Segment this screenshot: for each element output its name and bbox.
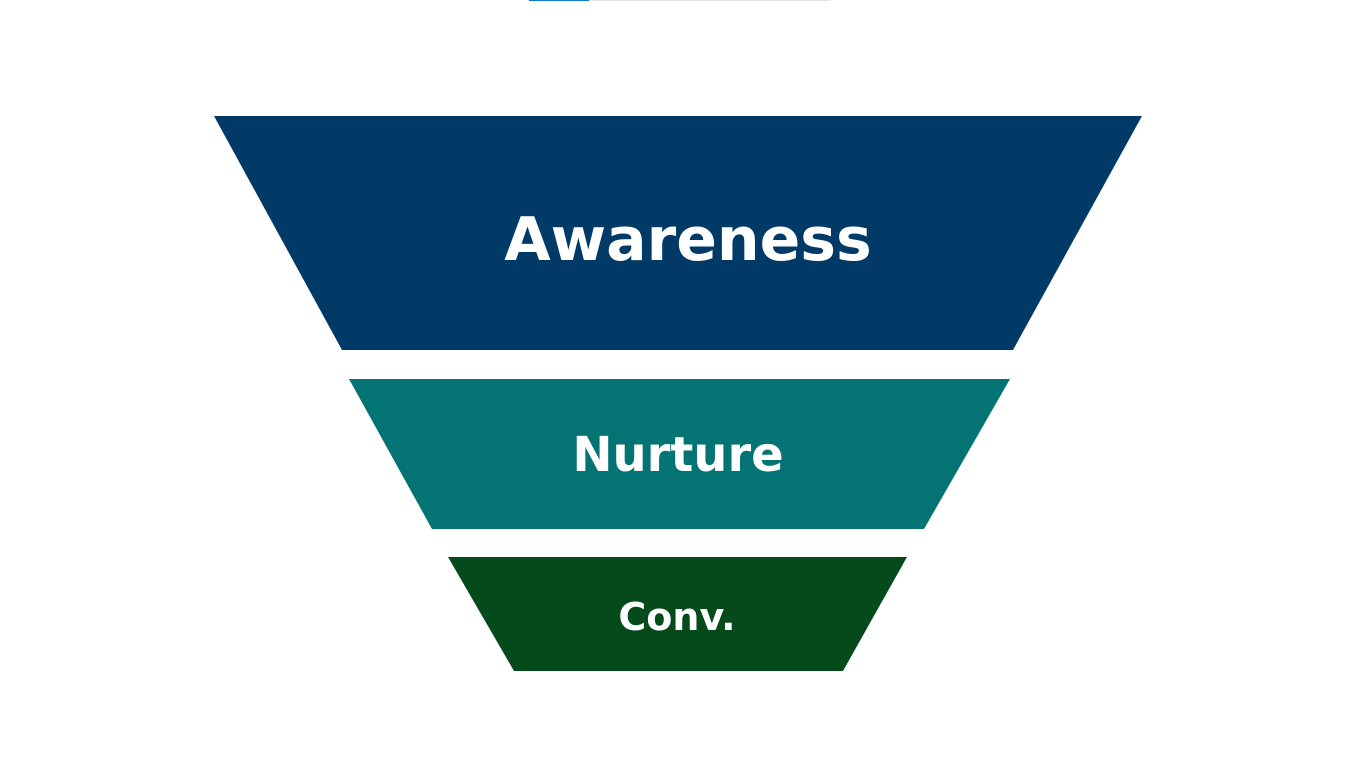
funnel-stage-conversion: [448, 557, 907, 671]
funnel-stage-awareness: [214, 116, 1142, 350]
progress-bar: [529, 0, 830, 1]
progress-bar-fill: [529, 0, 590, 1]
funnel-stage-awareness-label: Awareness: [504, 205, 871, 275]
funnel-stage-conversion-label: Conv.: [618, 595, 735, 639]
funnel-stage-nurture: [349, 379, 1010, 529]
funnel-stage-nurture-label: Nurture: [572, 427, 783, 483]
